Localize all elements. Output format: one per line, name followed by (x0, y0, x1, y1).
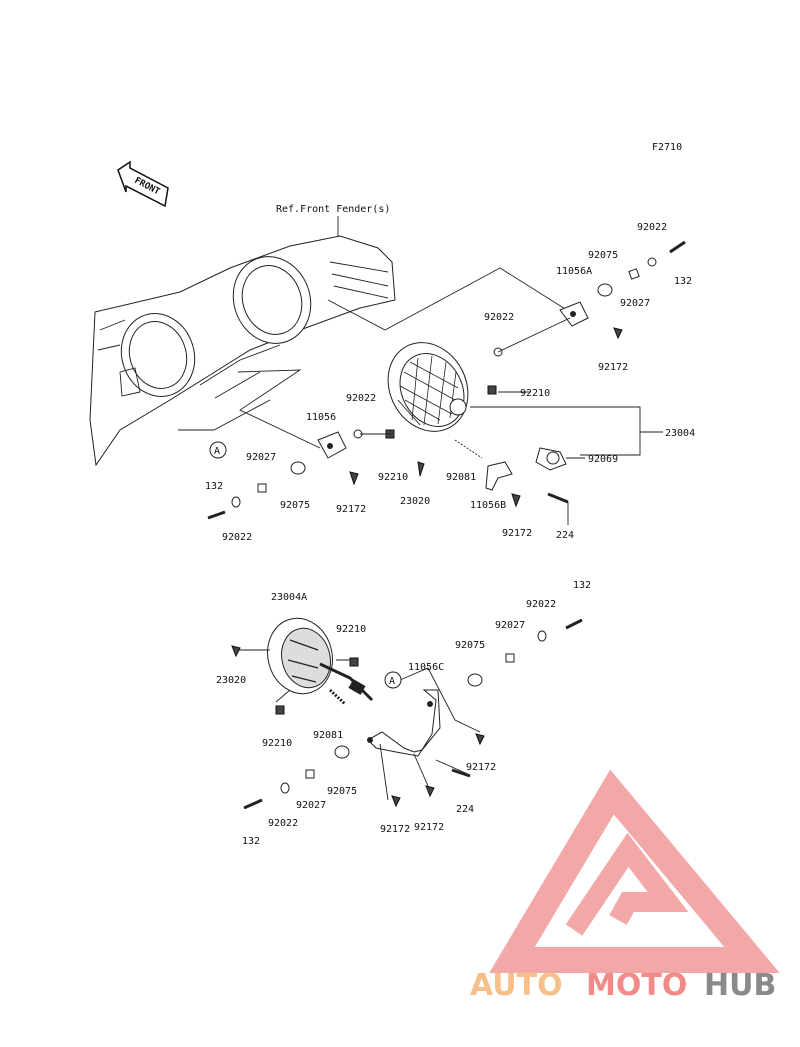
label-92027-top: 92027 (620, 298, 650, 309)
collar-92027-top (628, 268, 640, 280)
screw-92172-top (613, 327, 623, 340)
leader-left-mount (237, 369, 321, 449)
label-92172-lower-right: 92172 (466, 762, 496, 773)
label-23020-lower: 23020 (216, 675, 246, 686)
automotohub-logo (489, 769, 780, 973)
washer-92022-top (647, 257, 657, 267)
callout-a-lower: A (384, 671, 402, 689)
screw-23020 (417, 461, 425, 477)
screw-92172-left (349, 471, 359, 486)
label-92172-left: 92172 (336, 504, 366, 515)
bolt-224 (547, 492, 569, 504)
collar-92027-lower (505, 653, 515, 663)
grommet-92075-lower (467, 673, 483, 687)
label-92172-lower-b: 92172 (414, 822, 444, 833)
screw-92172-lower-a (391, 795, 401, 808)
label-11056a: 11056A (556, 266, 592, 277)
bracket-11056b (485, 461, 513, 491)
label-92172-top: 92172 (598, 362, 628, 373)
bolt-132-lower-top (565, 618, 583, 630)
label-92081-lower: 92081 (313, 730, 343, 741)
washer-92022-lower-low (280, 782, 290, 794)
label-23020: 23020 (400, 496, 430, 507)
label-92022-top: 92022 (637, 222, 667, 233)
wordmark-moto: MOTO (586, 968, 687, 1003)
leader-callout (178, 399, 271, 431)
nut-92210-lower-top (349, 657, 359, 667)
label-132-top: 132 (674, 276, 692, 287)
label-92022-lower-low: 92022 (268, 818, 298, 829)
svg-text:A: A (214, 446, 220, 457)
label-92027-lower: 92027 (495, 620, 525, 631)
label-92075-top: 92075 (588, 250, 618, 261)
screw-92172-lower-right (475, 733, 485, 746)
nut-92210-right (487, 385, 497, 395)
svg-text:A: A (389, 676, 395, 687)
bolt-224-lower (451, 768, 471, 778)
bolt-132-lower-low (243, 798, 263, 810)
label-92022-mid: 92022 (484, 312, 514, 323)
headlight-23004a (267, 617, 374, 702)
label-92210-lower-bottom: 92210 (262, 738, 292, 749)
label-92172-right: 92172 (502, 528, 532, 539)
nut-92210-lower-bottom (275, 705, 285, 715)
washer-92022-bottom (231, 496, 241, 508)
label-92081: 92081 (446, 472, 476, 483)
bracket-23004 (470, 406, 641, 456)
front-fender-body (89, 235, 396, 467)
label-23004a: 23004A (271, 592, 307, 603)
figure-code: F2710 (652, 142, 682, 153)
label-132-lower-low: 132 (242, 836, 260, 847)
screw-23020-lower (231, 645, 241, 658)
label-92075-lower-low: 92075 (327, 786, 357, 797)
washer-92022-lower (537, 630, 547, 642)
collar-92027-left (257, 483, 267, 493)
leader-right-mount (327, 267, 571, 331)
wordmark-auto: AUTO (470, 968, 563, 1003)
spring-92081 (454, 439, 483, 459)
label-92027-lower-low: 92027 (296, 800, 326, 811)
screw-92172-lower-b (425, 785, 435, 798)
label-11056b: 11056B (470, 500, 506, 511)
collar-92027-lower-low (305, 769, 315, 779)
bracket-11056c (367, 689, 441, 757)
label-92027-left: 92027 (246, 452, 276, 463)
front-arrow-icon: FRONT (117, 160, 169, 208)
label-92022-lower: 92022 (526, 599, 556, 610)
spring-92081-lower (328, 688, 347, 706)
label-132-lower-top: 132 (573, 580, 591, 591)
headlight-23004 (387, 342, 469, 432)
label-92210-right: 92210 (520, 388, 550, 399)
label-224: 224 (556, 530, 574, 541)
grommet-92075-left (290, 461, 306, 475)
bulb-92069 (535, 447, 585, 471)
label-224-lower: 224 (456, 804, 474, 815)
bolt-132-top (669, 240, 686, 254)
label-92172-lower-a: 92172 (380, 824, 410, 835)
bolt-132-left (207, 510, 226, 520)
label-92210-lower-top: 92210 (336, 624, 366, 635)
label-92022-left: 92022 (346, 393, 376, 404)
grommet-92075-lower-low (334, 745, 350, 759)
label-92022-bottom: 92022 (222, 532, 252, 543)
label-11056: 11056 (306, 412, 336, 423)
label-23004: 23004 (665, 428, 695, 439)
callout-a-upper: A (209, 441, 227, 459)
label-132-left: 132 (205, 481, 223, 492)
label-11056c: 11056C (408, 662, 444, 673)
label-92075-left: 92075 (280, 500, 310, 511)
screw-92172-right (511, 493, 521, 508)
label-92075-lower: 92075 (455, 640, 485, 651)
automotohub-wordmark: AUTO MOTO HUB (470, 968, 776, 1003)
ref-front-fender-label: Ref.Front Fender(s) (276, 204, 390, 215)
label-92069: 92069 (588, 454, 618, 465)
grommet-92075-top (597, 283, 613, 297)
label-92210-low: 92210 (378, 472, 408, 483)
wordmark-hub: HUB (704, 968, 776, 1003)
